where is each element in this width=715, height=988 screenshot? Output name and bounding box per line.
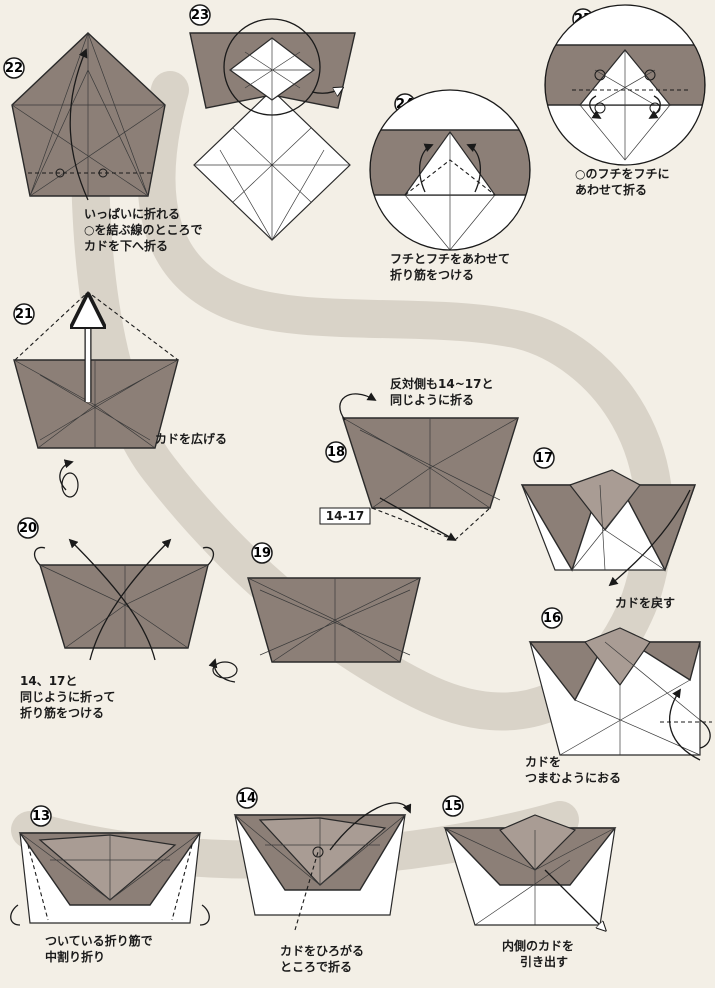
step-14: 14 カドをひろがる ところで折る bbox=[235, 788, 410, 974]
caption-line-1: いっぱいに折れる bbox=[84, 206, 180, 221]
step-18: 反対側も14~17と 同じように折る 18 14-17 bbox=[320, 376, 518, 540]
basket-shape bbox=[343, 418, 518, 508]
step-number: 14 bbox=[238, 791, 256, 806]
caption-line-2: 中割り折り bbox=[45, 949, 105, 964]
caption-line-2: ところで折る bbox=[280, 959, 352, 974]
step-number: 13 bbox=[32, 809, 50, 824]
step-number: 23 bbox=[191, 8, 209, 23]
caption-line-1: 14、17と bbox=[20, 674, 77, 688]
step-23: 23 bbox=[190, 5, 355, 240]
step-number: 15 bbox=[444, 799, 462, 814]
step-number: 22 bbox=[5, 61, 23, 76]
step-16: 16 カドを つまむようにおる bbox=[525, 608, 712, 785]
caption-line-1: カドを広げる bbox=[155, 431, 227, 446]
caption-line-1: カドをひろがる bbox=[280, 943, 364, 958]
step-number: 16 bbox=[543, 611, 561, 626]
caption-line-1: フチとフチをあわせて bbox=[390, 252, 510, 266]
step-number: 20 bbox=[19, 521, 37, 536]
caption-line-1: 反対側も14~17と bbox=[390, 376, 493, 391]
caption-line-2: 引き出す bbox=[520, 954, 568, 969]
caption-line-2: 折り筋をつける bbox=[390, 267, 474, 282]
caption-line-3: 折り筋をつける bbox=[20, 705, 104, 720]
caption-line-1: 内側のカドを bbox=[502, 938, 574, 953]
step-number: 18 bbox=[327, 445, 345, 460]
step-number: 19 bbox=[253, 546, 271, 561]
caption-line-1: ○のフチをフチに bbox=[575, 167, 669, 181]
caption-line-1: ついている折り筋で bbox=[45, 933, 153, 948]
caption-line-1: カドを戻す bbox=[615, 595, 675, 610]
caption-line-2: ○を結ぶ線のところで bbox=[84, 222, 202, 237]
step-25: 25 ○のフチをフチに あわせて折る bbox=[545, 5, 705, 197]
caption-line-1: カドを bbox=[525, 755, 561, 769]
step-20: 20 14、17と 同じように折って 折り筋をつける bbox=[18, 518, 213, 720]
caption-line-2: つまむようにおる bbox=[525, 771, 621, 785]
caption-line-2: 同じように折る bbox=[390, 392, 474, 407]
fold-arrow bbox=[340, 394, 375, 420]
ref-label: 14-17 bbox=[326, 509, 364, 523]
step-number: 17 bbox=[535, 451, 553, 466]
fold-guide bbox=[372, 508, 490, 540]
step-24: 24 フチとフチをあわせて 折り筋をつける bbox=[370, 90, 530, 282]
caption-line-2: あわせて折る bbox=[575, 182, 647, 197]
step-number: 21 bbox=[15, 307, 33, 322]
caption-line-3: カドを下へ折る bbox=[84, 238, 168, 253]
pentagon-base bbox=[12, 33, 165, 196]
caption-line-2: 同じように折って bbox=[20, 689, 115, 704]
